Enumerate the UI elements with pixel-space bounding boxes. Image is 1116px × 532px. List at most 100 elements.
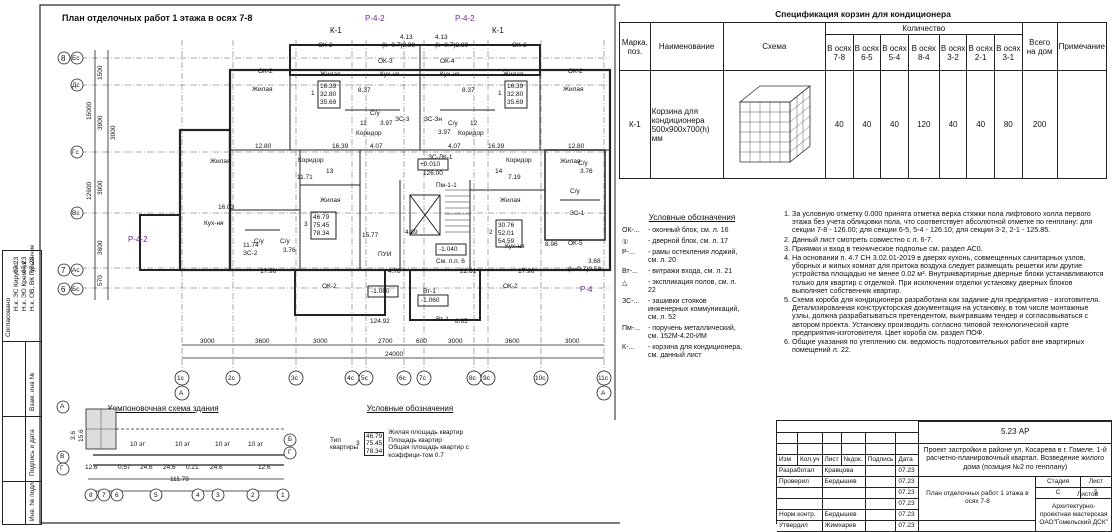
window-mark: ОК-2 (322, 283, 337, 290)
window-mark: ОК-2 (568, 68, 583, 75)
room-label: Вт-1 (436, 316, 449, 323)
area-value: 17.96 (260, 268, 277, 275)
section-mark[interactable]: Р-4-2 (365, 14, 385, 23)
spec-note (1056, 70, 1108, 179)
apartment-type: 1 (311, 90, 315, 97)
spec-axis-header: В осях 7-8 (824, 34, 854, 71)
area-value: (k=0.7)2.89 (382, 42, 416, 49)
floor-plan-drawing (39, 4, 620, 524)
legend-item: Пм-...- поручень металлический, см. 152М… (622, 325, 736, 340)
section-mark[interactable]: Р-4 (580, 285, 593, 294)
apartment-area: 16.39 (507, 83, 524, 90)
legend-item: ОК-...- оконный блок, см. л. 16 (622, 227, 729, 234)
dimension: 600 (416, 338, 427, 345)
area-value: 15.77 (362, 232, 379, 239)
apartment-area: 46.79 (313, 214, 330, 221)
room-label: ЗС-3 (395, 116, 410, 123)
apartment-area: 52.01 (498, 230, 515, 237)
basket-mark: К-1 (330, 26, 342, 35)
note-item: Приямки и вход в техническое подполье см… (792, 244, 1106, 253)
area-value: 8.37 (462, 87, 475, 94)
key-dimension: 12.6 (258, 464, 271, 471)
side-stamp: Согласовано Н.к. ЭС Кирутис Н.к. ЭО Крем… (2, 245, 42, 525)
area-value: 3.97 (438, 129, 451, 136)
basket-scheme-icon (739, 84, 812, 163)
room-label: С/у (448, 120, 458, 127)
key-dimension: 24.6 (210, 464, 223, 471)
legend-item: ЗС-...- зашивки стояков инженерных комму… (622, 298, 740, 321)
level-mark: -1.060 (421, 297, 440, 304)
axis-number: 11с (598, 375, 608, 382)
dimension: 3000 (565, 338, 580, 345)
window-mark: ОК-2 (512, 42, 527, 49)
legend-item: △- экспликация полов, см. л. 22 (622, 279, 737, 294)
stamp-project: Проект застройки в районе ул. Косарева в… (918, 442, 1112, 477)
axis-number: 6с (399, 375, 406, 382)
axis-number: 6 (115, 492, 119, 499)
dimension: 2700 (378, 338, 393, 345)
area-value: 3.68 (588, 258, 601, 265)
area-value: 4.07 (370, 143, 383, 150)
section-mark[interactable]: Р-4-2 (455, 14, 475, 23)
axis-number: 4 (196, 492, 200, 499)
legend-title: Условные обозначения (648, 213, 736, 222)
apartment-area: 75.45 (313, 222, 330, 229)
room-label: Кух-ня (380, 71, 400, 78)
spec-row-mark: К-1 (619, 70, 651, 179)
apartment-type: 1 (498, 90, 502, 97)
plan-title: План отделочных работ 1 этажа в осях 7-8 (62, 13, 253, 23)
spec-row-scheme (722, 70, 826, 179)
door-mark: 11 (360, 120, 367, 127)
legend-item: К-...- корзина для кондиционера, см. дан… (622, 344, 743, 359)
spec-header-total: Всего на дом (1021, 22, 1058, 71)
legend-line: Площадь квартир (388, 436, 442, 444)
room-label: Жилая (320, 71, 341, 78)
overall-dimension: 24000 (385, 351, 404, 358)
spec-header-qty: Количество (824, 22, 1023, 35)
key-dimension: 0.21 (186, 464, 199, 471)
window-mark: ОК-2 (258, 68, 273, 75)
axis-number: 2 (251, 492, 255, 499)
axis-number: 8 (61, 54, 66, 63)
area-value: 8.96 (545, 241, 558, 248)
dimension: 3600 (255, 338, 270, 345)
stamp-sheets-header: Листов (1077, 491, 1099, 498)
room-label: Жилая (252, 86, 273, 93)
spec-axis-header: В осях 6-5 (852, 34, 882, 71)
axis-letter: Г (60, 465, 64, 472)
axis-number: 7с (419, 375, 426, 382)
area-value: 3.76 (283, 247, 296, 254)
axis-number: 3 (216, 492, 220, 499)
spec-value: 40 (824, 70, 854, 179)
area-value: 16.39 (332, 143, 349, 150)
dimension: 570 (97, 275, 104, 286)
spec-value: 80 (993, 70, 1023, 179)
room-label: ПУИ (378, 251, 392, 258)
level-mark: -1.040 (439, 246, 458, 253)
level-note: См. п.п. 6 (436, 258, 465, 265)
axis-number: 8 (89, 492, 93, 499)
area-value: 12.80 (255, 143, 272, 150)
area-value: 3.97 (380, 120, 393, 127)
room-label: С/у (578, 160, 588, 167)
section-mark[interactable]: Р-4-2 (128, 235, 148, 244)
axis-number: 1 (281, 492, 285, 499)
apartment-area: 32.80 (320, 91, 337, 98)
axis-letter: А (601, 390, 606, 397)
legend-line: Общая площадь квартир с коэффици-том 0.7 (388, 444, 469, 459)
room-label: ЗС-1 (570, 210, 585, 217)
area-value: 8.37 (358, 87, 371, 94)
area-value: 4.13 (400, 34, 413, 41)
axis-number: 9с (483, 375, 490, 382)
note-item: Общие указания по утеплению см. ведомост… (792, 337, 1106, 354)
dimension: 15000 (86, 101, 93, 120)
axis-letter: Вс (72, 210, 80, 217)
legend-item: Р-...- рамы остекления лоджий, см. л. 20 (622, 249, 738, 264)
apartment-area: 54.59 (498, 238, 515, 245)
note-item: Схема короба для кондиционера разработан… (792, 295, 1106, 337)
window-mark: ОК-4 (440, 58, 455, 65)
spec-value: 40 (966, 70, 995, 179)
stamp-sheet-title: План отделочных работ 1 этажа в осях 7-8 (918, 475, 1037, 521)
dimension: 3000 (200, 338, 215, 345)
room-label: Кух-ня (440, 71, 460, 78)
